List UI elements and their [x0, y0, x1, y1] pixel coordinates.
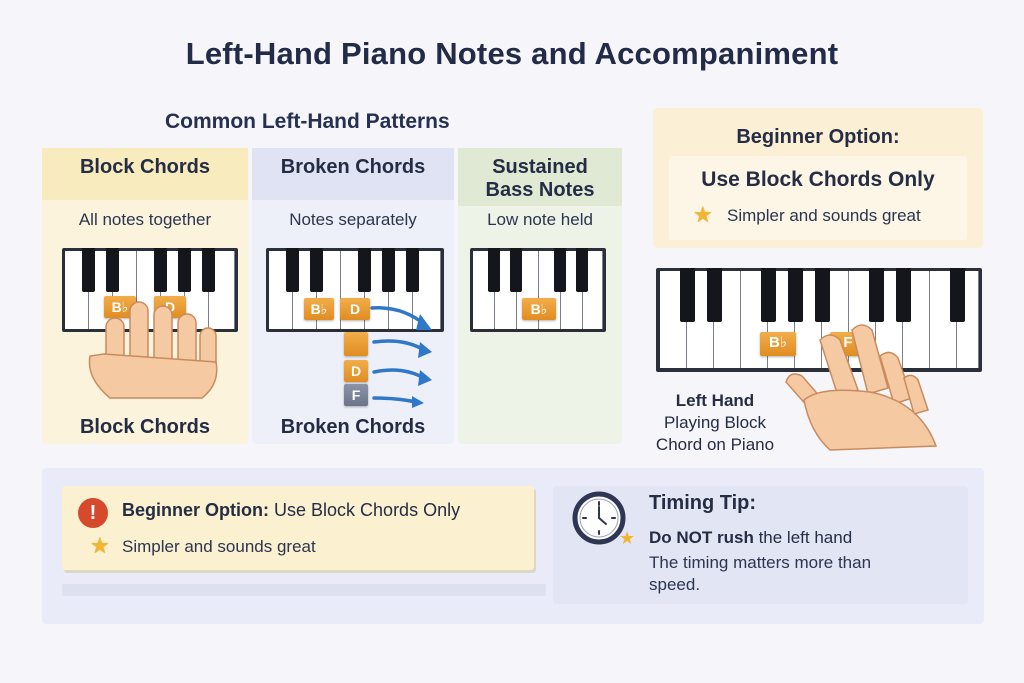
note-label: D — [340, 298, 370, 320]
note-label: B♭ — [304, 298, 334, 320]
block-chords-footer: Block Chords — [79, 416, 211, 438]
warning-icon: ! — [78, 498, 108, 528]
note-label: B♭ — [104, 296, 136, 318]
page-title: Left-Hand Piano Notes and Accompaniment — [185, 36, 839, 71]
sustained-bass-description: Low note held — [487, 210, 593, 229]
star-icon: ★ — [90, 533, 110, 558]
broken-chords-title: Broken Chords — [252, 148, 454, 200]
timing-tip-heading: Timing Tip: — [649, 492, 757, 514]
timing-tip-card: ★ Timing Tip: Do NOT rush the left hand … — [553, 486, 968, 604]
note-label: F — [344, 384, 368, 406]
arrow-icons — [370, 306, 432, 408]
left-hand-caption: Left Hand Playing Block Chord on Piano — [655, 391, 775, 454]
left-hand-keyboard — [656, 268, 982, 372]
broken-chords-footer: Broken Chords — [280, 416, 426, 438]
block-chords-description: All notes together — [78, 210, 212, 229]
note-block — [344, 332, 368, 356]
hand-icon — [88, 301, 218, 399]
divider — [62, 584, 546, 596]
beginner-option-tip: Simpler and sounds great — [727, 206, 921, 225]
block-chords-column: Block Chords All notes together B♭ D Blo… — [42, 148, 248, 444]
timing-tip-line2: The timing matters more than speed. — [649, 553, 872, 594]
star-icon: ★ — [693, 202, 713, 227]
clock-icon: ★ — [572, 491, 635, 548]
note-label: B♭ — [760, 332, 796, 356]
sustained-bass-column: Sustained Bass Notes Low note held B♭ — [458, 148, 622, 444]
beginner-note-text: Beginner Option: Use Block Chords Only — [122, 500, 461, 520]
hand-icon — [785, 324, 938, 451]
note-label: D — [344, 360, 368, 382]
beginner-option-card: Beginner Option: Use Block Chords Only ★… — [653, 108, 983, 248]
svg-text:★: ★ — [619, 528, 635, 548]
patterns-heading: Common Left-Hand Patterns — [165, 110, 450, 133]
beginner-option-strong: Use Block Chords Only — [701, 168, 935, 191]
sustained-bass-title: Sustained Bass Notes — [458, 148, 622, 206]
beginner-option-heading: Beginner Option: — [736, 126, 900, 148]
block-chords-title: Block Chords — [42, 148, 248, 200]
note-label: B♭ — [522, 298, 556, 320]
beginner-note-tip: Simpler and sounds great — [122, 537, 316, 556]
timing-tip-line1: Do NOT rush the left hand — [649, 528, 853, 547]
broken-chords-column: Broken Chords Notes separately B♭ D D F — [252, 148, 454, 444]
broken-chords-description: Notes separately — [289, 210, 417, 229]
beginner-option-box: Use Block Chords Only ★ Simpler and soun… — [669, 156, 967, 240]
beginner-note-card: ! Beginner Option: Use Block Chords Only… — [62, 486, 534, 570]
